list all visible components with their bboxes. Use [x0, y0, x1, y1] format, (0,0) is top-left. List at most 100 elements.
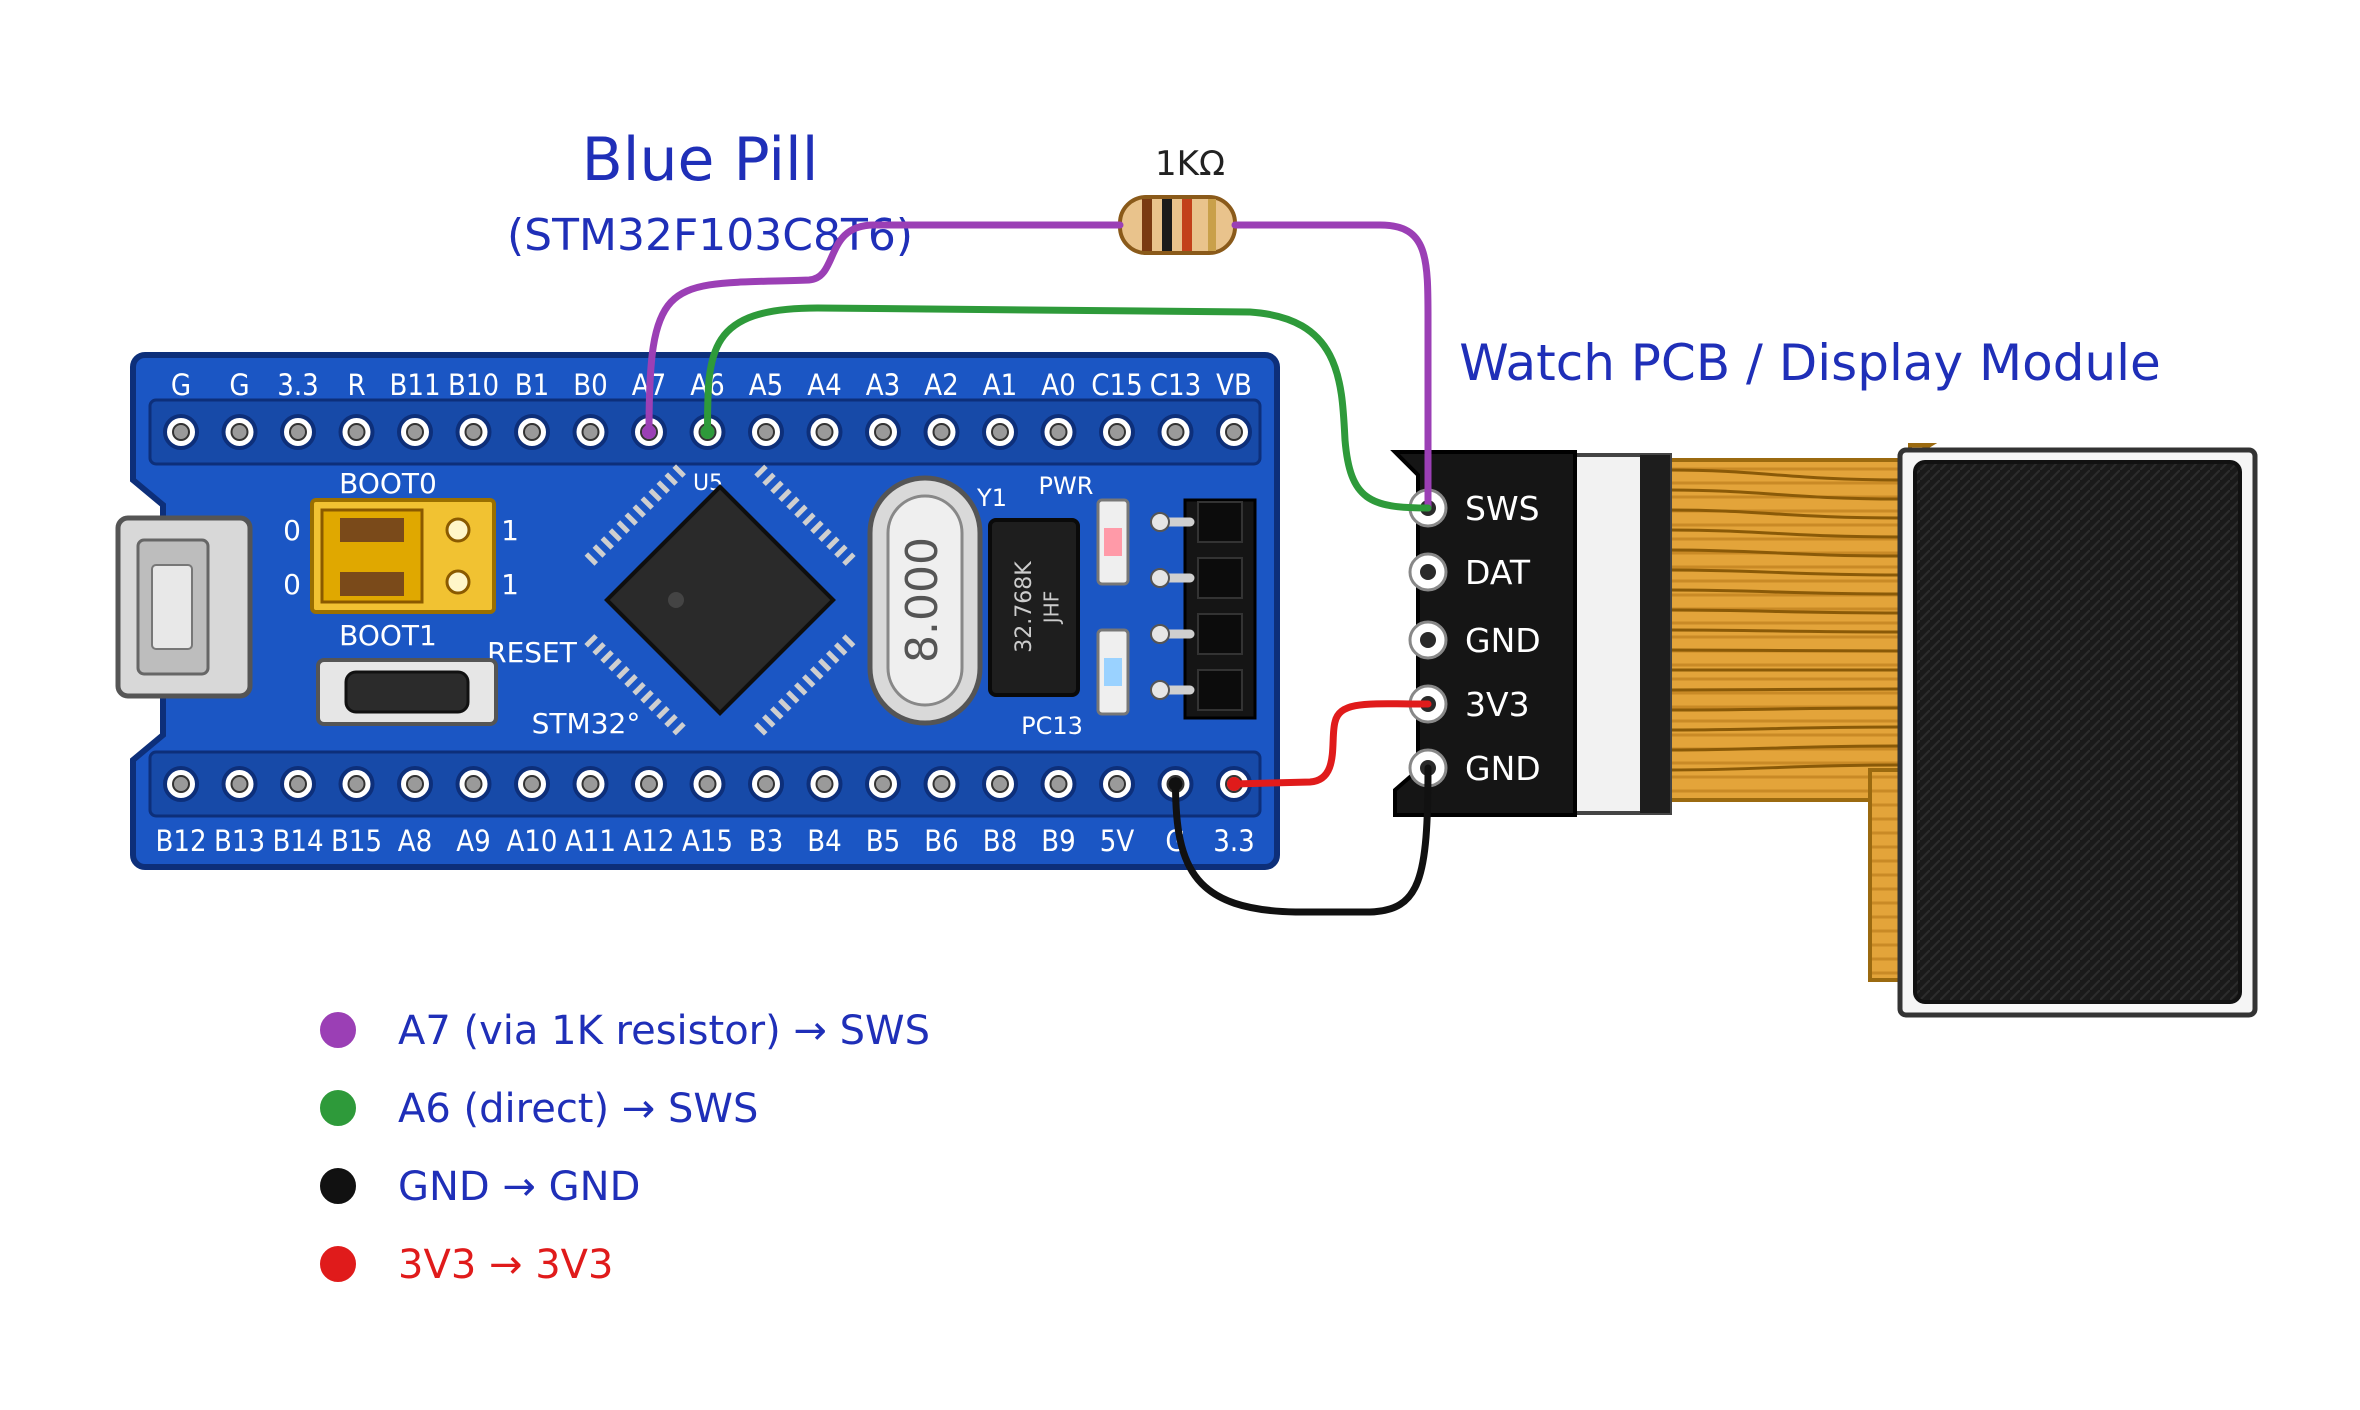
chip-leg: [656, 480, 670, 494]
chip-leg: [584, 552, 599, 566]
top-pin-hole: [991, 423, 1009, 441]
module-pin-label: GND: [1465, 749, 1541, 788]
chip-leg: [770, 480, 784, 495]
fpc-trace: [1669, 548, 1901, 558]
bottom-pin-hole: [523, 775, 541, 793]
top-pin-hole: [874, 423, 892, 441]
top-pin-hole: [230, 423, 249, 441]
wire-purple-resistor-to-sws: [1231, 221, 1432, 512]
top-pin-label: A4: [807, 368, 841, 402]
legend-swatch: [320, 1090, 356, 1126]
fpc-trace: [1669, 568, 1901, 577]
bottom-pin-label: B14: [272, 824, 323, 858]
chip-leg: [810, 666, 824, 680]
top-pin-hole: [464, 423, 483, 441]
chip-leg: [834, 544, 848, 558]
bottom-pin-hole: [932, 775, 951, 793]
bottom-pin-hole: [757, 775, 775, 793]
bottom-pin-hole: [347, 775, 366, 793]
osc-marking-1: 32.768K: [1012, 561, 1037, 653]
chip-leg: [810, 520, 824, 534]
top-pin-label: A1: [983, 368, 1017, 402]
module-pin-label: GND: [1465, 621, 1541, 660]
bottom-pin-hole: [874, 775, 892, 793]
pc13-label: PC13: [1021, 712, 1083, 740]
top-pin-hole: [289, 423, 307, 441]
wire-group: [642, 221, 1432, 916]
bottom-pin-label: B5: [866, 824, 901, 858]
top-pin-hole: [406, 423, 424, 441]
chip-leg: [754, 464, 768, 479]
jumper-one-bottom: 1: [501, 568, 519, 601]
crystal-8mhz: 8.000: [867, 475, 983, 726]
top-pin-label: B1: [515, 368, 550, 402]
wire-purple-a7-to-resistor: [645, 221, 1124, 436]
wire-end: [642, 425, 656, 439]
module-title: Watch PCB / Display Module: [1459, 334, 2161, 392]
bottom-pin-label: A11: [565, 824, 616, 858]
boot0-label: BOOT0: [339, 467, 437, 500]
bottom-pin-label: B15: [331, 824, 382, 858]
wire-end: [700, 425, 715, 439]
wire-black-gnd: [1172, 764, 1432, 916]
bottom-pin-label: B8: [983, 824, 1018, 858]
top-pin-label: A0: [1041, 368, 1075, 402]
chip-leg: [794, 682, 808, 696]
top-pin-hole: [523, 423, 541, 441]
top-pin-hole: [1049, 423, 1068, 441]
fpc-trace: [1669, 508, 1901, 520]
legend-entry: 3V3 → 3V3: [398, 1242, 613, 1288]
chip-leg: [672, 464, 686, 478]
chip-leg: [802, 512, 816, 526]
bottom-pin-hole: [1049, 775, 1068, 793]
bottom-pin-label: B6: [924, 824, 959, 858]
fpc-trace: [1669, 468, 1901, 482]
micro-usb-connector: [115, 515, 253, 699]
top-pin-label: VB: [1216, 368, 1252, 402]
chip-leg: [762, 472, 776, 487]
chip-leg: [786, 690, 800, 704]
top-pin-label: A2: [924, 368, 958, 402]
chip-leg: [592, 544, 607, 558]
chip-leg: [632, 504, 646, 518]
wire-end: [1227, 777, 1241, 791]
mcu-brand-label: STM32°: [532, 707, 641, 740]
bottom-pin-label: A15: [682, 824, 733, 858]
top-pin-hole: [932, 423, 951, 441]
top-pin-label: 3.3: [277, 368, 318, 402]
legend-swatch: [320, 1168, 356, 1204]
display-screen: [1897, 447, 2258, 1018]
top-pin-hole: [172, 423, 190, 441]
top-pin-hole: [1166, 423, 1185, 441]
chip-leg: [818, 528, 832, 542]
chip-leg: [624, 674, 638, 688]
bottom-pin-label: B13: [214, 824, 265, 858]
pc13-led: [1096, 628, 1130, 716]
reset-label: RESET: [487, 636, 578, 669]
fpc-trace: [1669, 687, 1901, 692]
wire-green-a6-to-sws: [704, 304, 1432, 512]
bottom-pin-hole: [464, 775, 483, 793]
chip-leg: [616, 520, 630, 534]
top-pin-label: C13: [1150, 368, 1201, 402]
top-pin-label: B11: [389, 368, 440, 402]
bottom-pin-hole: [172, 775, 190, 793]
bottom-pin-label: A9: [456, 824, 490, 858]
module-pin-label: 3V3: [1465, 685, 1530, 724]
fpc-trace: [1669, 763, 1901, 772]
reset-button: [316, 658, 498, 726]
module-pin-hole: [1420, 632, 1436, 648]
chip-leg: [778, 698, 792, 712]
chip-leg: [656, 705, 670, 720]
swd-pin-tip: [1150, 680, 1170, 700]
jumper-zero-top: 0: [283, 514, 301, 547]
chip-leg: [600, 536, 615, 550]
chip-leg: [608, 658, 622, 672]
fpc-trace: [1669, 628, 1901, 634]
chip-leg: [794, 504, 808, 518]
chip-leg: [842, 552, 856, 566]
jumper-zero-bottom: 0: [283, 568, 301, 601]
